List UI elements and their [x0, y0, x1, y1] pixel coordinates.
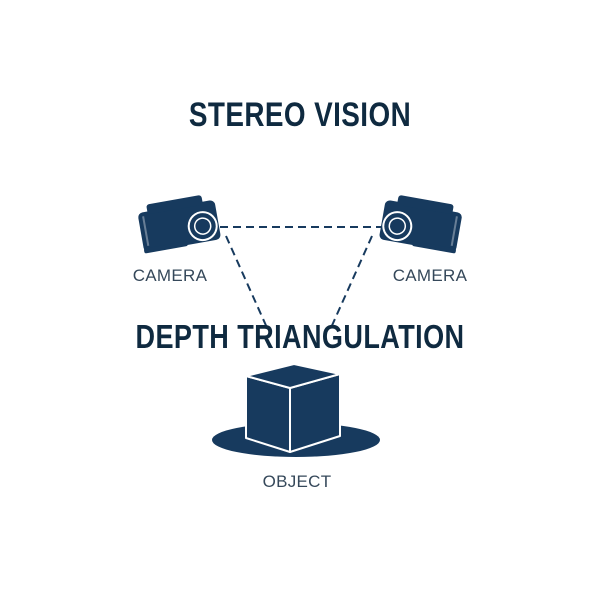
camera-left-label: CAMERA — [132, 266, 208, 285]
camera-left-icon — [138, 195, 221, 254]
edge-camera-right-to-object — [329, 235, 373, 331]
object-label: OBJECT — [262, 472, 332, 491]
connection-lines — [220, 226, 382, 331]
camera-right-icon — [379, 195, 462, 254]
cube-on-disc-icon — [212, 363, 380, 457]
edge-camera-left-to-object — [225, 235, 269, 331]
diagram-subtitle: DEPTH TRIANGULATION — [135, 318, 465, 355]
diagram-title: STEREO VISION — [188, 96, 412, 134]
camera-right-label: CAMERA — [392, 266, 468, 285]
